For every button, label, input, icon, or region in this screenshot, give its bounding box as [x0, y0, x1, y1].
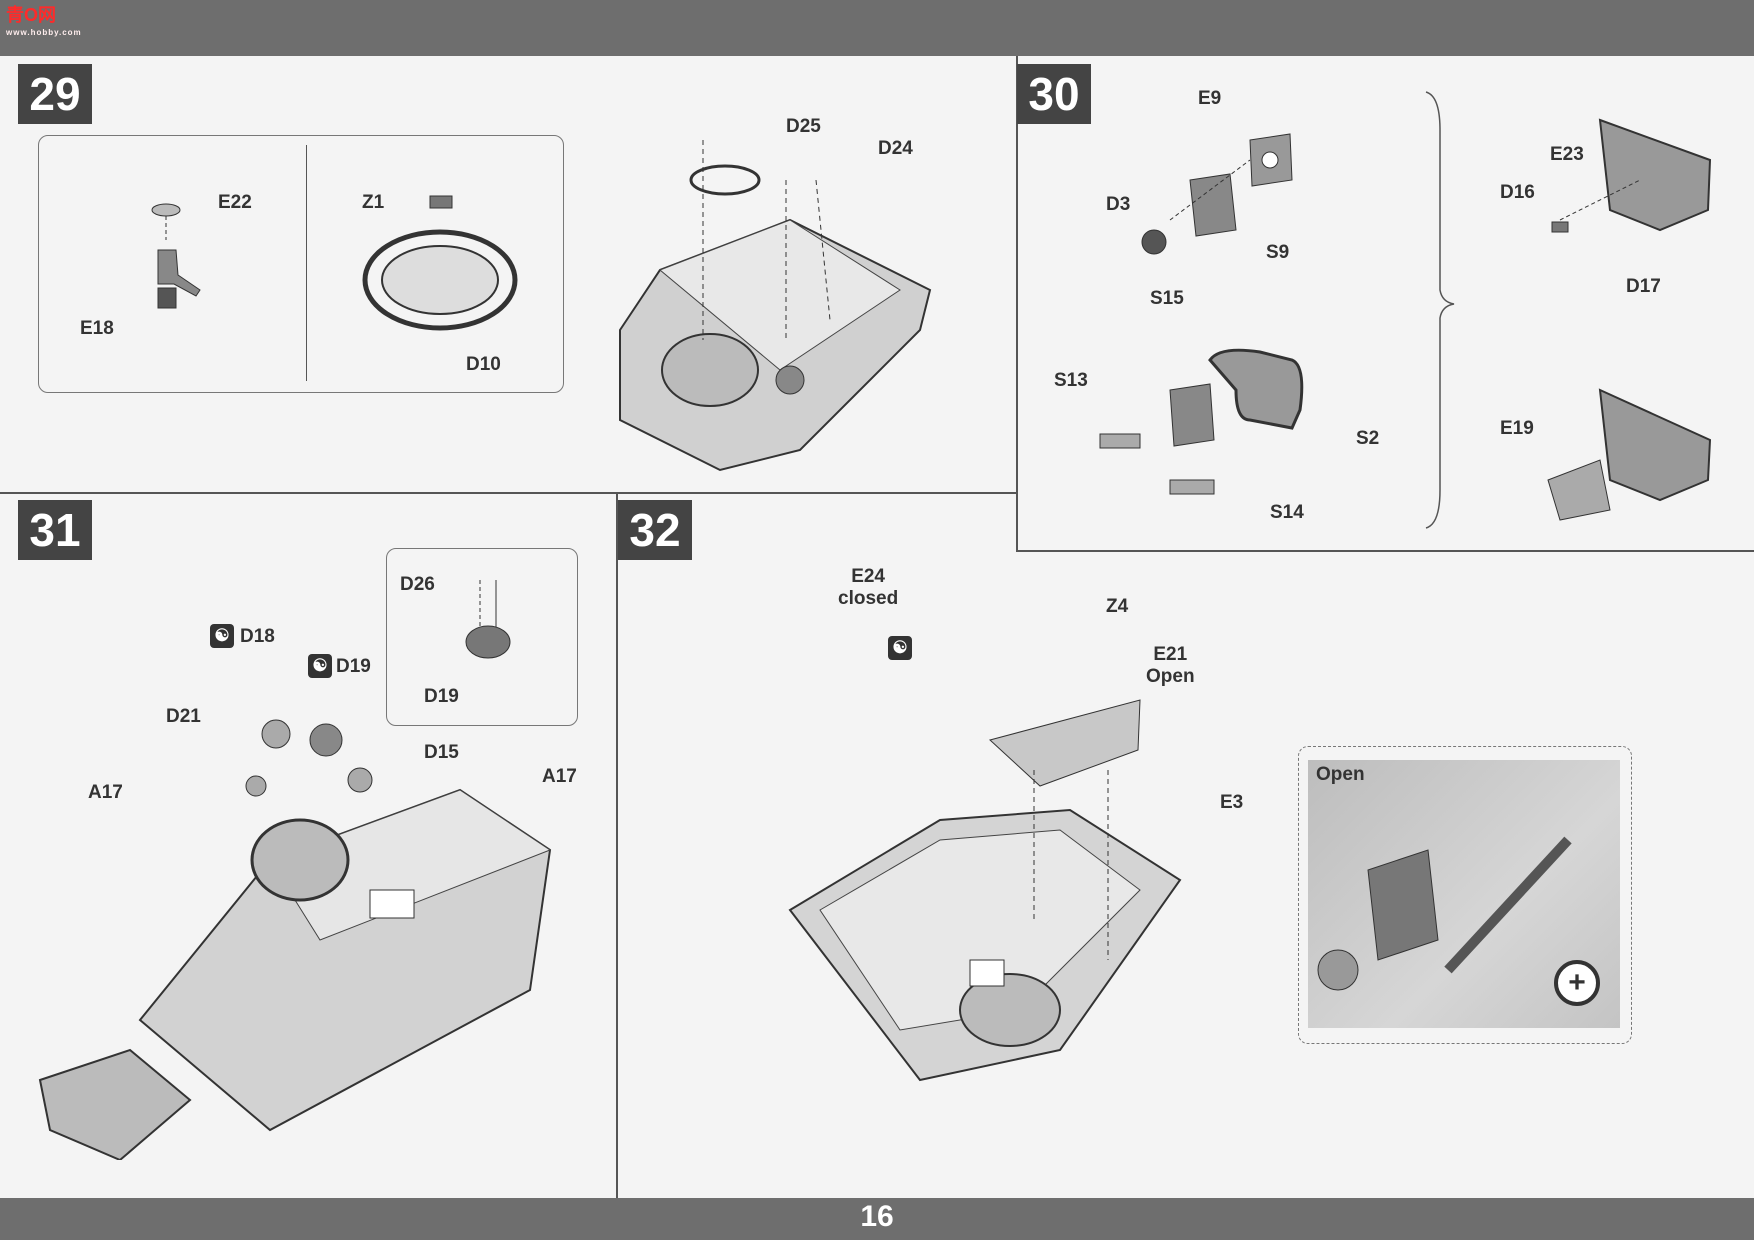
- step-30-mantlet-drawings: [1547, 118, 1712, 521]
- step-31-number: 31: [18, 500, 92, 560]
- label-z4: Z4: [1106, 596, 1129, 617]
- step-29-turret-ring-drawing: [151, 195, 518, 331]
- label-d3: D3: [1106, 194, 1131, 215]
- label-s2: S2: [1356, 428, 1380, 449]
- page-number: 16: [860, 1200, 894, 1233]
- inset-29-divider: [306, 145, 307, 381]
- divider-29-bottom: [0, 492, 1016, 494]
- label-d26: D26: [400, 574, 435, 595]
- label-s13: S13: [1054, 370, 1088, 391]
- label-s15: S15: [1150, 288, 1184, 309]
- step-30-periscope-drawings: [1099, 133, 1304, 495]
- open-detail-callout: [1298, 746, 1632, 1044]
- label-e19: E19: [1500, 418, 1534, 439]
- step-29-number: 29: [18, 64, 92, 124]
- label-d21: D21: [166, 706, 201, 727]
- open-detail-title: Open: [1316, 764, 1365, 785]
- label-e9: E9: [1198, 88, 1222, 109]
- label-d15: D15: [424, 742, 459, 763]
- label-a17-right: A17: [542, 766, 577, 787]
- step-29-hull-drawing: [619, 140, 932, 472]
- label-d25: D25: [786, 116, 821, 137]
- label-s14: S14: [1270, 502, 1304, 523]
- label-d18: D18: [240, 626, 275, 647]
- label-e18: E18: [80, 318, 114, 339]
- step-30-number: 30: [1017, 64, 1091, 124]
- yin-yang-icon: ☯: [888, 636, 912, 660]
- magnify-plus-icon: +: [1554, 960, 1600, 1006]
- yin-yang-icon: ☯: [210, 624, 234, 648]
- label-d19: D19: [336, 656, 371, 677]
- step-31-sub-inset: [386, 548, 578, 726]
- divider-30-left: [1016, 56, 1018, 551]
- label-d17: D17: [1626, 276, 1661, 297]
- label-d24: D24: [878, 138, 913, 159]
- divider-31-32: [616, 492, 618, 1198]
- label-d19-inset: D19: [424, 686, 459, 707]
- label-a17-left: A17: [88, 782, 123, 803]
- top-band: [0, 0, 1754, 56]
- step-31-hull-drawing: [38, 719, 552, 1160]
- step-32-hull-drawing: [788, 699, 1182, 1082]
- divider-30-bottom: [1016, 550, 1754, 552]
- step-31-inset-drawing: [465, 580, 511, 659]
- step-30-brace: [1425, 91, 1455, 529]
- label-e22: E22: [218, 192, 252, 213]
- label-e3: E3: [1220, 792, 1244, 813]
- step-32-number: 32: [618, 500, 692, 560]
- label-e23: E23: [1550, 144, 1584, 165]
- open-detail-drawing: [1317, 836, 1572, 991]
- label-d16: D16: [1500, 182, 1535, 203]
- yin-yang-icon: ☯: [308, 654, 332, 678]
- label-d10: D10: [466, 354, 501, 375]
- step-29-sub-inset: [38, 135, 564, 393]
- label-s9: S9: [1266, 242, 1290, 263]
- label-z1: Z1: [362, 192, 385, 213]
- bottom-band: [0, 1198, 1754, 1240]
